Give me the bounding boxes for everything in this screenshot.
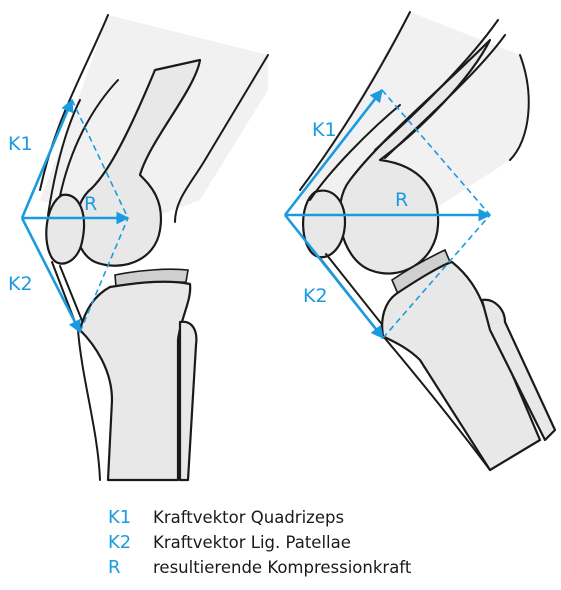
legend-text: Kraftvektor Quadrizeps	[153, 508, 344, 527]
legend-row-k1: K1 Kraftvektor Quadrizeps	[108, 507, 548, 532]
left-knee: K1 K2 R	[8, 15, 268, 480]
legend-text: Kraftvektor Lig. Patellae	[153, 533, 351, 552]
right-knee: K1 K2 R	[285, 12, 555, 470]
left-k2-label: K2	[8, 273, 33, 295]
left-r-label: R	[84, 193, 97, 215]
legend-text: resultierende Kompressionkraft	[153, 558, 411, 577]
right-r-label: R	[395, 189, 408, 211]
knee-force-diagram: K1 K2 R K1 K2 R	[0, 0, 561, 500]
left-k1-label: K1	[8, 133, 33, 155]
legend-key: K1	[108, 507, 153, 528]
legend-row-k2: K2 Kraftvektor Lig. Patellae	[108, 532, 548, 557]
left-patella	[46, 195, 84, 264]
right-k1-label: K1	[312, 119, 337, 141]
left-fibula	[180, 322, 196, 480]
legend-key: K2	[108, 532, 153, 553]
legend-row-r: R resultierende Kompressionkraft	[108, 557, 548, 582]
legend-key: R	[108, 557, 153, 578]
legend: K1 Kraftvektor Quadrizeps K2 Kraftvektor…	[108, 507, 548, 582]
right-k2-label: K2	[303, 285, 328, 307]
